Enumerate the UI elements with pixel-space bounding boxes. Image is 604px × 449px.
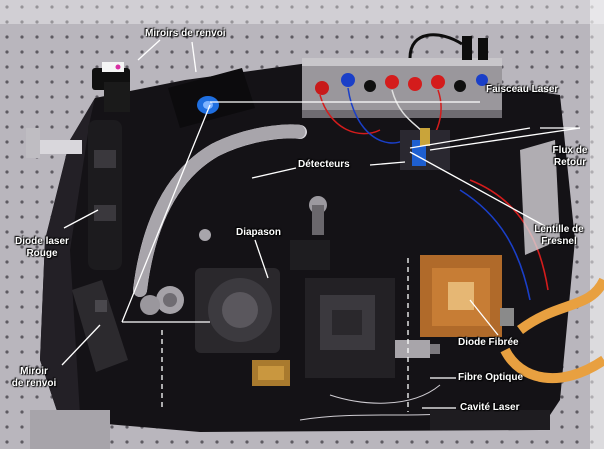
plug — [462, 36, 472, 60]
optical-fibre — [329, 384, 441, 404]
label-miroirs-renvoi-top: Miroirs de renvoi — [145, 28, 226, 39]
connector-black — [454, 80, 466, 92]
connector-blue — [341, 73, 355, 87]
label-diode-fibree: Diode Fibrée — [458, 337, 519, 348]
connector-red — [385, 75, 399, 89]
connector-red — [431, 75, 445, 89]
diode-barrel — [104, 82, 130, 112]
connector-blue — [476, 74, 488, 86]
plug — [478, 38, 488, 60]
label-diode-laser-rouge: Diode laser Rouge — [15, 236, 69, 259]
connector-red — [408, 77, 422, 91]
label-lentille-fresnel: Lentille de Fresnel — [534, 224, 584, 247]
label-miroir-renvoi-left: Miroir de renvoi — [11, 366, 57, 389]
mirror-mount-left — [72, 280, 128, 372]
annotation-lines — [61, 39, 581, 412]
connector-panel — [302, 58, 502, 118]
knob — [140, 295, 160, 315]
connector-black — [364, 80, 376, 92]
fresnel-lens — [520, 140, 560, 255]
label-diapason: Diapason — [236, 227, 282, 238]
diode-tube — [88, 120, 122, 270]
orange-tube — [500, 347, 604, 384]
label-faisceau-laser: Faisceau Laser — [486, 84, 559, 95]
label-cavite-laser: Cavité Laser — [460, 402, 520, 413]
fibre-connector — [395, 340, 430, 358]
label-detecteurs: Détecteurs — [298, 159, 350, 170]
post — [290, 240, 330, 270]
cable — [408, 33, 463, 59]
label-flux-retour: Flux de Retour — [552, 145, 588, 168]
orange-tube — [517, 277, 604, 335]
label-fibre-optique: Fibre Optique — [458, 372, 523, 383]
screw — [199, 229, 211, 241]
connector-red — [315, 81, 329, 95]
